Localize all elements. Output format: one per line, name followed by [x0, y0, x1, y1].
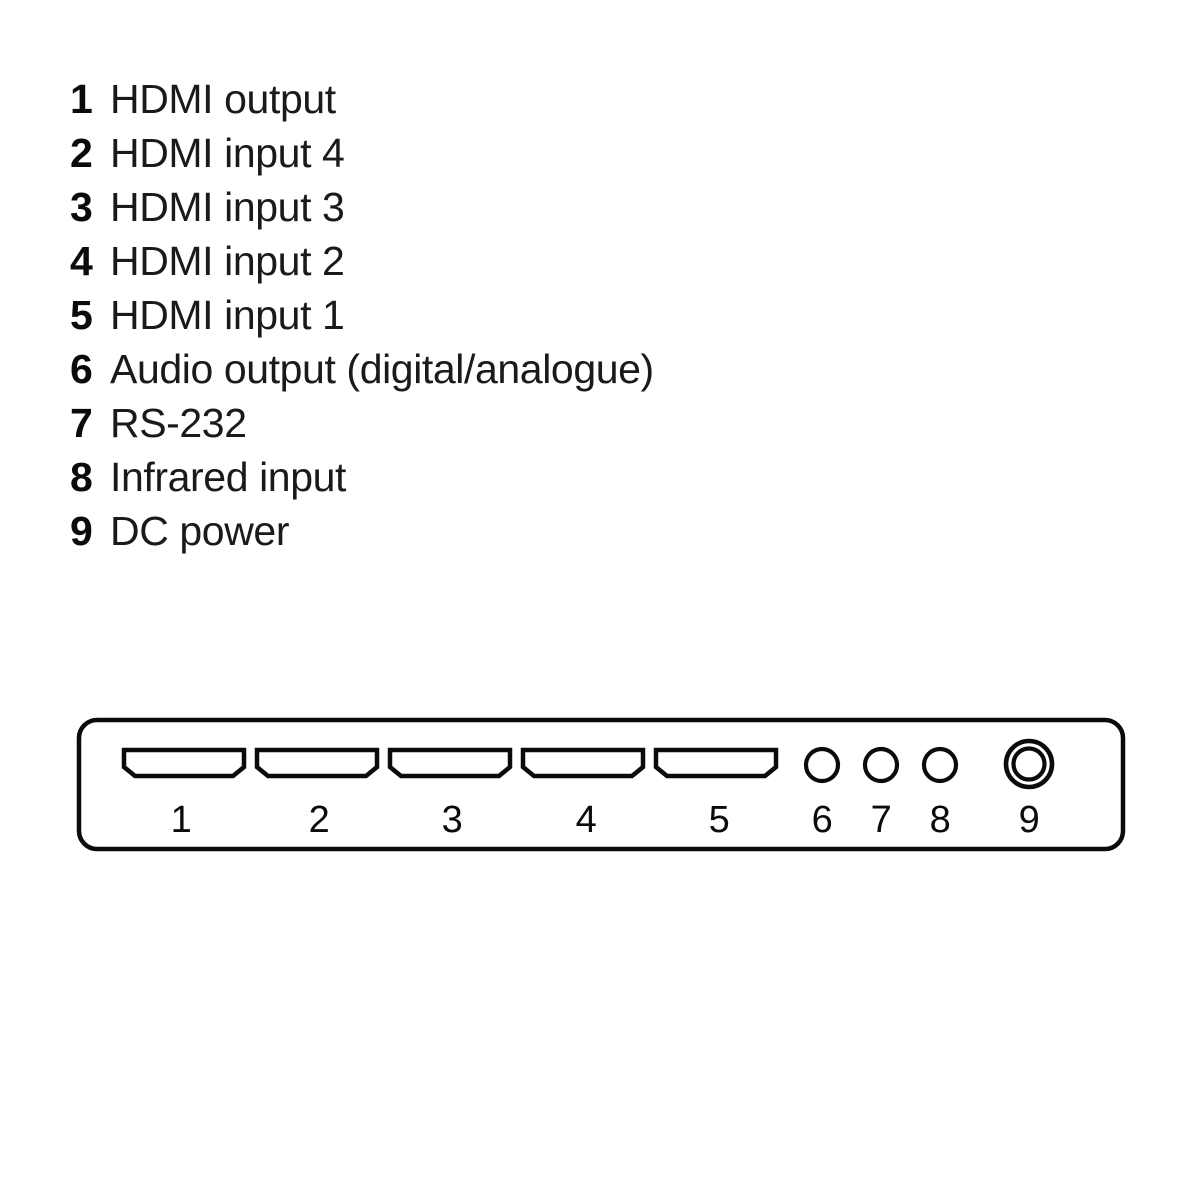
port-number-label: 6: [812, 799, 833, 841]
port-number-label: 7: [871, 799, 892, 841]
hdmi-port-icon: [254, 747, 380, 779]
legend-item-label: Infrared input: [110, 454, 346, 500]
legend-item-number: 2: [70, 130, 93, 176]
hdmi-port-icon: [653, 747, 779, 779]
legend-item-label: HDMI input 1: [110, 292, 345, 338]
hdmi-port-icon: [520, 747, 646, 779]
list-item: 5 HDMI input 1: [70, 288, 970, 342]
list-item: 3 HDMI input 3: [70, 180, 970, 234]
legend-item-number: 8: [70, 454, 93, 500]
audio-jack-icon: [803, 746, 841, 784]
legend-item-label: DC power: [110, 508, 290, 554]
legend-item-number: 5: [70, 292, 93, 338]
device-panel-outline: [76, 717, 1126, 852]
list-item: 7 RS-232: [70, 396, 970, 450]
infrared-jack-icon: [921, 746, 959, 784]
list-item: 2 HDMI input 4: [70, 126, 970, 180]
legend-item-number: 1: [70, 76, 93, 122]
legend-item-label: HDMI input 3: [110, 184, 345, 230]
list-item: 4 HDMI input 2: [70, 234, 970, 288]
port-number-label: 9: [1019, 799, 1040, 841]
list-item: 9 DC power: [70, 504, 970, 558]
legend-item-number: 6: [70, 346, 93, 392]
legend-item-number: 3: [70, 184, 93, 230]
port-number-label: 4: [576, 799, 597, 841]
port-number-label: 2: [309, 799, 330, 841]
legend-item-label: RS-232: [110, 400, 247, 446]
serial-jack-icon: [862, 746, 900, 784]
port-number-label: 3: [442, 799, 463, 841]
legend-item-number: 4: [70, 238, 93, 284]
port-number-label: 5: [709, 799, 730, 841]
hdmi-port-icon: [121, 747, 247, 779]
hdmi-port-icon: [387, 747, 513, 779]
legend-item-label: Audio output (digital/analogue): [110, 346, 654, 392]
legend-item-label: HDMI output: [110, 76, 336, 122]
legend-item-label: HDMI input 2: [110, 238, 345, 284]
legend-item-number: 7: [70, 400, 93, 446]
connection-legend-list: 1 HDMI output 2 HDMI input 4 3 HDMI inpu…: [70, 72, 970, 558]
legend-item-label: HDMI input 4: [110, 130, 345, 176]
dc-power-jack-icon: [1003, 738, 1055, 790]
port-number-label: 8: [930, 799, 951, 841]
list-item: 8 Infrared input: [70, 450, 970, 504]
port-number-label: 1: [171, 799, 192, 841]
list-item: 6 Audio output (digital/analogue): [70, 342, 970, 396]
legend-item-number: 9: [70, 508, 93, 554]
list-item: 1 HDMI output: [70, 72, 970, 126]
